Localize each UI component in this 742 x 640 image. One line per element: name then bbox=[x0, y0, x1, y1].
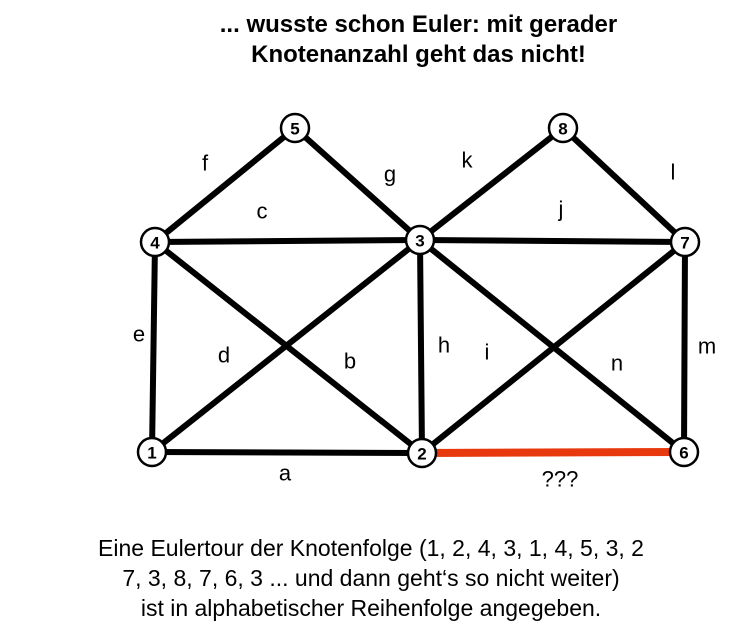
edge-label-e: e bbox=[133, 322, 145, 347]
edge-k bbox=[417, 125, 566, 243]
caption-text: Eine Eulertour der Knotenfolge (1, 2, 4,… bbox=[0, 533, 742, 623]
edge-label-???: ??? bbox=[542, 467, 579, 492]
caption-line-2: 7, 3, 8, 7, 6, 3 ... und dann geht‘s so … bbox=[122, 565, 620, 591]
edge-l bbox=[560, 125, 688, 245]
node-label-1: 1 bbox=[147, 444, 156, 463]
node-label-8: 8 bbox=[558, 120, 567, 139]
edge-m bbox=[681, 239, 688, 455]
node-3 bbox=[404, 224, 436, 256]
node-label-3: 3 bbox=[415, 232, 424, 251]
edge-j bbox=[417, 237, 688, 245]
edge-n bbox=[419, 239, 688, 456]
node-label-4: 4 bbox=[150, 234, 160, 253]
node-label-5: 5 bbox=[290, 120, 299, 139]
edge-label-l: l bbox=[671, 160, 676, 185]
edge-c bbox=[152, 237, 423, 245]
edge-label-a: a bbox=[279, 461, 292, 486]
edge-b bbox=[149, 237, 423, 455]
node-2 bbox=[406, 437, 438, 469]
node-label-6: 6 bbox=[679, 444, 688, 463]
edge-label-d: d bbox=[218, 343, 230, 368]
edge-label-k: k bbox=[462, 148, 474, 173]
node-4 bbox=[139, 226, 171, 258]
edge-label-h: h bbox=[438, 333, 450, 358]
edge-label-c: c bbox=[257, 199, 268, 224]
caption-line-1: Eine Eulertour der Knotenfolge (1, 2, 4,… bbox=[98, 535, 644, 561]
title-line-1: ... wusste schon Euler: mit gerader bbox=[219, 11, 618, 38]
caption-line-3: ist in alphabetischer Reihenfolge angege… bbox=[140, 595, 602, 621]
edge-label-n: n bbox=[611, 351, 623, 376]
edge-??? bbox=[418, 448, 688, 457]
node-label-7: 7 bbox=[680, 234, 689, 253]
title-line-2: Knotenanzahl geht das nicht! bbox=[251, 41, 586, 68]
edge-label-j: j bbox=[558, 197, 564, 222]
edge-label-g: g bbox=[384, 162, 396, 187]
edge-label-b: b bbox=[344, 349, 356, 374]
node-7 bbox=[669, 226, 701, 258]
diagram-title: ... wusste schon Euler: mit gerader Knot… bbox=[95, 10, 742, 70]
edge-label-i: i bbox=[485, 340, 490, 365]
node-1 bbox=[136, 436, 168, 468]
edge-a bbox=[149, 449, 425, 456]
edge-e bbox=[149, 239, 158, 455]
edge-label-f: f bbox=[202, 151, 209, 176]
edge-f bbox=[152, 125, 298, 245]
edge-h bbox=[417, 237, 425, 456]
node-8 bbox=[547, 112, 579, 144]
edge-g bbox=[292, 125, 423, 243]
node-label-2: 2 bbox=[417, 445, 426, 464]
node-6 bbox=[668, 436, 700, 468]
node-5 bbox=[279, 112, 311, 144]
edge-label-m: m bbox=[698, 334, 716, 359]
